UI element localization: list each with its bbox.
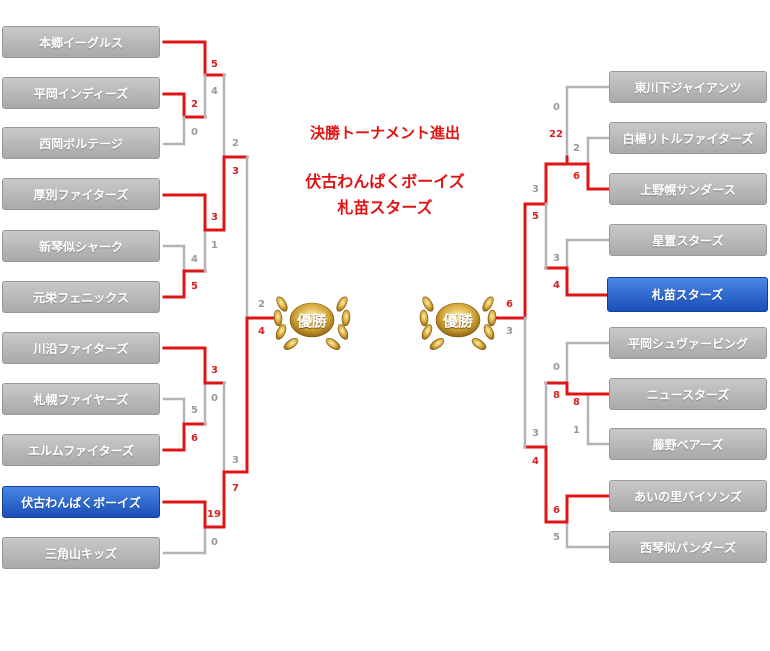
team-left-sankakuyama-kids[interactable]: 三角山キッズ	[2, 537, 160, 569]
score-right-r1b-fujino: 1	[573, 425, 580, 436]
score-left-r2c-opponent: 0	[211, 393, 218, 404]
team-left-hongo-eagles[interactable]: 本郷イーグルス	[2, 26, 160, 58]
score-left-sf-bottom-lower: 7	[232, 483, 239, 494]
team-right-nishikotoni-panders[interactable]: 西琴似パンダーズ	[609, 531, 767, 563]
team-right-hakuyo-little-fighters[interactable]: 白楊リトルファイターズ	[609, 122, 767, 154]
score-right-sf-bottom-upper: 3	[532, 428, 539, 439]
score-left-r1b-shinkotoni: 4	[191, 254, 198, 265]
team-right-satsunae-stars[interactable]: 札苗スターズ	[607, 277, 768, 312]
score-right-r1c-ainosato: 6	[553, 505, 560, 516]
team-right-hoshioki-stars[interactable]: 星置スターズ	[609, 224, 767, 256]
score-left-r1a-nishioka: 0	[191, 127, 198, 138]
score-right-r1a-kaminopporo: 6	[573, 171, 580, 182]
score-left-final-lower: 4	[258, 326, 265, 337]
score-left-r2d-fushiko: 19	[207, 509, 221, 520]
score-right-r2b-satsunae: 4	[553, 280, 560, 291]
team-left-motoei-phoenix[interactable]: 元栄フェニックス	[2, 281, 160, 313]
finalist-name-1: 伏古わんぱくボーイズ	[305, 172, 465, 191]
team-right-ainosato-bisons[interactable]: あいの里バイソンズ	[609, 480, 767, 512]
score-left-r1c-elm: 6	[191, 433, 198, 444]
team-left-elm-fighters[interactable]: エルムファイターズ	[2, 434, 160, 466]
score-right-r2b-hoshioki: 3	[553, 253, 560, 264]
score-right-sf-bottom-lower: 4	[532, 456, 539, 467]
score-right-final-upper: 6	[506, 299, 513, 310]
score-right-r2a-opponent: 22	[549, 129, 563, 140]
team-left-hiraoka-indies[interactable]: 平岡インディーズ	[2, 77, 160, 109]
team-right-higashikawashita-giants[interactable]: 東川下ジャイアンツ	[609, 71, 767, 103]
score-left-sf-top-upper: 2	[232, 138, 239, 149]
score-left-final-upper: 2	[258, 299, 265, 310]
tournament-heading: 決勝トーナメント進出	[309, 124, 460, 142]
team-left-shinkotoni-shark[interactable]: 新琴似シャーク	[2, 230, 160, 262]
score-right-r2c-opponent: 8	[553, 390, 560, 401]
score-right-sf-top-lower: 5	[532, 211, 539, 222]
score-left-r1c-sapporo: 5	[191, 405, 198, 416]
score-right-r1c-nishikotoni: 5	[553, 532, 560, 543]
score-left-r2b-opponent: 1	[211, 240, 218, 251]
score-right-r2c-hiraoka: 0	[553, 362, 560, 373]
team-left-kawazoi-fighters[interactable]: 川沿ファイターズ	[2, 332, 160, 364]
finalist-name-2: 札苗スターズ	[337, 198, 433, 217]
team-right-kaminopporo-thunders[interactable]: 上野幌サンダース	[609, 173, 767, 205]
score-left-r2c-kawazoi: 3	[211, 365, 218, 376]
team-right-new-stars[interactable]: ニュースターズ	[609, 378, 767, 410]
score-right-r1a-hakuyo: 2	[573, 143, 580, 154]
score-right-r2a-higashikawashita: 0	[553, 102, 560, 113]
score-left-sf-top-lower: 3	[232, 166, 239, 177]
team-right-hiraoka-schwabing[interactable]: 平岡シュヴァービング	[609, 327, 767, 359]
score-right-r1b-newstars: 8	[573, 397, 580, 408]
score-left-r2a-opponent: 4	[211, 86, 218, 97]
score-left-r2a-hongo: 5	[211, 59, 218, 70]
team-right-fujino-bears[interactable]: 藤野ベアーズ	[609, 428, 767, 460]
team-left-fushiko-wanpaku-boys[interactable]: 伏古わんぱくボーイズ	[2, 486, 160, 518]
score-right-sf-top-upper: 3	[532, 184, 539, 195]
score-right-final-lower: 3	[506, 326, 513, 337]
laurel-trophy-icon	[273, 296, 351, 350]
champion-badge-label-left: 優勝	[296, 312, 327, 330]
score-left-r1b-motoei: 5	[191, 281, 198, 292]
score-left-r1a-hiraoka: 2	[191, 99, 198, 110]
champion-badge-label-right: 優勝	[442, 312, 473, 330]
team-left-sapporo-fires[interactable]: 札幌ファイヤーズ	[2, 383, 160, 415]
score-left-sf-bottom-upper: 3	[232, 455, 239, 466]
team-left-nishioka-voltage[interactable]: 西岡ボルテージ	[2, 127, 160, 159]
laurel-trophy-icon	[419, 296, 497, 350]
team-left-atsubetsu-fighters[interactable]: 厚別ファイターズ	[2, 178, 160, 210]
score-left-r2b-atsubetsu: 3	[211, 212, 218, 223]
score-left-r2d-sankaku: 0	[211, 537, 218, 548]
